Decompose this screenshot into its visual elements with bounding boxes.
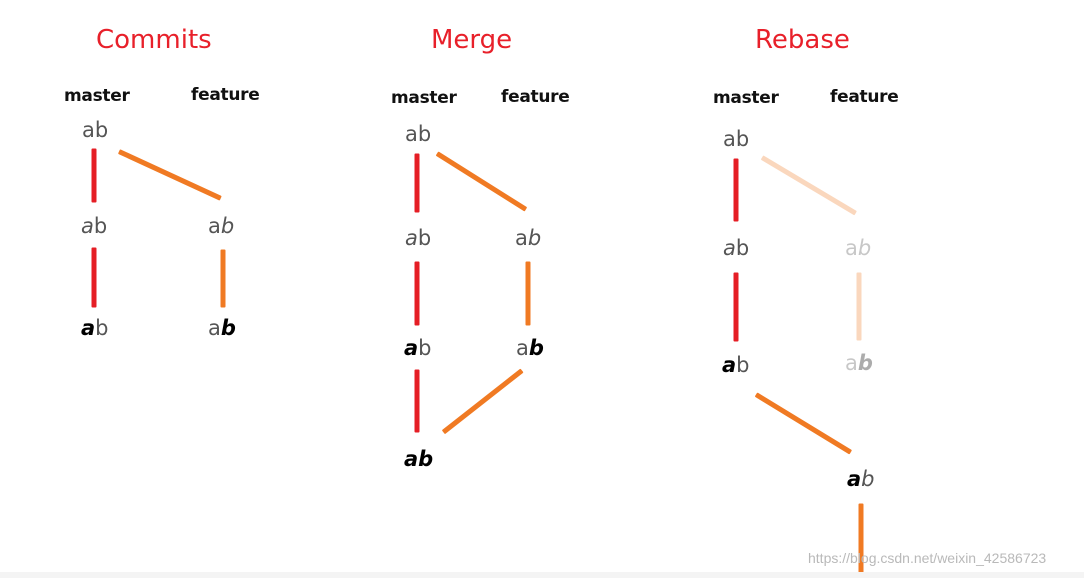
commit-node: ab: [516, 336, 544, 360]
merge-feature-label: feature: [501, 87, 570, 107]
commit-node: ab: [405, 226, 432, 250]
merge-title: Merge: [431, 25, 513, 55]
commit-node: ab: [81, 214, 108, 238]
commit-link-feature-original: [760, 154, 858, 216]
rebase-feature-label: feature: [830, 87, 899, 107]
commit-node: ab: [723, 236, 750, 260]
commit-node: ab: [208, 214, 235, 238]
commit-link-master: [91, 247, 97, 307]
commit-node-original: ab: [845, 351, 873, 375]
commit-link-master: [91, 148, 97, 202]
bottom-bar: [0, 572, 1084, 578]
commit-link-feature: [435, 150, 528, 212]
watermark: https://blog.csdn.net/weixin_42586723: [808, 550, 1047, 566]
commit-link-feature: [117, 148, 223, 201]
commit-link-master: [414, 153, 420, 212]
commit-node: ab: [722, 353, 750, 377]
commit-link-master: [733, 272, 739, 341]
rebased-commit-node: ab: [847, 467, 875, 491]
merge-commit-node: ab: [404, 447, 434, 471]
commit-node: ab: [208, 316, 236, 340]
commit-link-master: [414, 369, 420, 432]
commit-node: ab: [404, 336, 432, 360]
commit-node: ab: [723, 127, 750, 151]
rebase-link: [754, 391, 853, 455]
commits-title: Commits: [96, 25, 212, 55]
commit-link-feature: [858, 503, 864, 578]
rebase-title: Rebase: [755, 25, 850, 55]
commit-link-feature-original: [856, 272, 862, 340]
commits-feature-label: feature: [191, 85, 260, 105]
commits-master-label: master: [64, 86, 130, 106]
commit-node: ab: [81, 316, 109, 340]
commit-link-master: [414, 261, 420, 325]
commit-node: ab: [515, 226, 542, 250]
merge-link: [441, 368, 524, 434]
commit-link-master: [733, 158, 739, 221]
commit-node: ab: [82, 118, 109, 142]
commit-link-feature: [220, 249, 226, 307]
commit-node: ab: [405, 122, 432, 146]
merge-master-label: master: [391, 88, 457, 108]
rebase-master-label: master: [713, 88, 779, 108]
commit-link-feature: [525, 261, 531, 325]
commit-node-original: ab: [845, 236, 872, 260]
